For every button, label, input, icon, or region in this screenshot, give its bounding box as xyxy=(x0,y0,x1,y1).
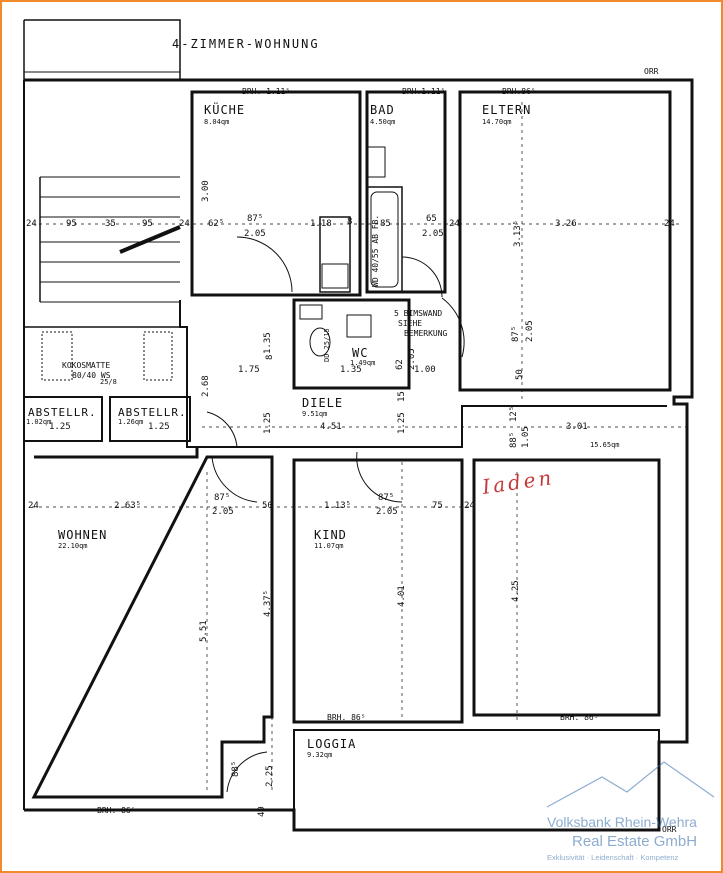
dim-85: 85 xyxy=(380,219,391,229)
dim-125-b: 1.25 xyxy=(148,422,170,432)
dim-326: 3.26 xyxy=(555,219,577,229)
dim-125b-v: 12⁵ xyxy=(509,405,519,422)
dim-62: 62⁵ xyxy=(208,219,225,229)
watermark-line3: Exklusivität · Leidenschaft · Kompetenz xyxy=(547,853,679,862)
dim-24-b: 24 xyxy=(179,219,190,229)
dim-8-a: 8 xyxy=(347,217,353,227)
dim-313: 3.13⁵ xyxy=(513,219,523,247)
dim-205-d: 2.05 xyxy=(376,507,398,517)
dim-87-a: 87⁵ xyxy=(247,214,264,224)
dim-brh-eltern: BRH.86⁵ xyxy=(502,87,536,96)
dim-24-f: 24 xyxy=(464,501,475,511)
room-diele-name: DIELE xyxy=(302,396,344,410)
dim-125-a: 1.25 xyxy=(49,422,71,432)
dim-95-b: 95 xyxy=(142,219,153,229)
dim-88-b: 88⁵ xyxy=(231,760,241,777)
note-bims2: SIEHE xyxy=(398,319,423,328)
dim-35: 35 xyxy=(105,219,116,229)
dim-15-v: 15 xyxy=(397,391,407,402)
dim-205-b: 2.05 xyxy=(422,229,444,239)
note-dd: DD 25/15 xyxy=(323,328,331,362)
dim-268: 2.68 xyxy=(201,375,211,397)
dim-135-v: 1.35 xyxy=(263,332,273,354)
note-orr-top: ORR xyxy=(644,67,659,76)
note-kokos: KOKOSMATTE xyxy=(62,361,111,370)
room-abstell1-area: 1.02qm xyxy=(26,418,52,426)
room-kind-name: KIND xyxy=(314,528,347,542)
dim-205-c: 2.05 xyxy=(212,507,234,517)
room-abstell2-area: 1.26qm xyxy=(118,418,144,426)
dim-62-v: 62 xyxy=(395,359,405,370)
dim-brh-kind: BRH. 86⁵ xyxy=(327,713,366,722)
note-stair: 25/8 xyxy=(100,378,117,386)
dim-87-b: 87⁵ xyxy=(214,493,231,503)
note-bims1: 5 BIMSWAND xyxy=(394,309,443,318)
dim-451: 4.51 xyxy=(320,422,342,432)
room-loggia-area: 9.32qm xyxy=(307,751,333,759)
dim-100: 1.00 xyxy=(414,365,436,375)
room-eltern-area: 14.70qm xyxy=(482,118,512,126)
dim-24-a: 24 xyxy=(26,219,37,229)
note-orr-bottom: ORR xyxy=(662,825,677,834)
dim-24-d: 24 xyxy=(664,219,675,229)
dim-8-b: 8 xyxy=(265,354,275,360)
dim-50: 50 xyxy=(262,501,273,511)
dim-135-h: 1.35 xyxy=(340,365,362,375)
dim-551: 5.51 xyxy=(199,620,209,642)
room-diele-area: 9.51qm xyxy=(302,410,328,418)
dim-205-vr: 2.05 xyxy=(525,320,535,342)
dim-brh-wohnen: BRH. 86⁵ xyxy=(97,806,136,815)
dim-225: 2.25 xyxy=(265,765,275,787)
room-kueche-area: 8.04qm xyxy=(204,118,230,126)
dim-425: 4.25 xyxy=(511,580,521,602)
room-kueche-name: KÜCHE xyxy=(204,103,246,117)
room-wc-name: WC xyxy=(352,346,369,360)
room-abstell2-name: ABSTELLR. xyxy=(118,406,187,419)
dim-24-e: 24 xyxy=(28,501,39,511)
room-bad-area: 4.50qm xyxy=(370,118,396,126)
dim-49: 49 xyxy=(257,806,267,817)
dim-105-v: 1.05 xyxy=(521,426,531,448)
room-wc-area: 1.49qm xyxy=(350,359,376,367)
watermark-line1: Volksbank Rhein-Wehra xyxy=(547,814,697,830)
dim-125-v: 1.25 xyxy=(263,412,273,434)
dim-175: 1.75 xyxy=(238,365,260,375)
dim-50-v: 50 xyxy=(515,369,525,380)
room-kind-area: 11.07qm xyxy=(314,542,344,550)
dim-301: 3.01 xyxy=(566,422,588,432)
dim-300: 3.00 xyxy=(201,180,211,202)
dim-401: 4.01 xyxy=(397,585,407,607)
watermark-line2: Real Estate GmbH xyxy=(572,833,698,850)
note-bims3: BEMERKUNG xyxy=(404,329,448,338)
dim-113: 1.13⁵ xyxy=(324,501,352,511)
note-kokos2: 80/40 WS xyxy=(72,371,111,380)
dim-brh-bad: BRH.1.11⁵ xyxy=(402,87,446,96)
dim-437: 4.37⁵ xyxy=(263,589,273,617)
plan-title: 4-ZIMMER-WOHNUNG xyxy=(172,37,320,51)
dim-88-v: 88⁵ xyxy=(509,431,519,448)
room-third-area: 15.65qm xyxy=(590,441,620,449)
room-abstell1-name: ABSTELLR. xyxy=(28,406,97,419)
dim-205-a: 2.05 xyxy=(244,229,266,239)
dim-65: 65 xyxy=(426,214,437,224)
dim-263: 2.63⁵ xyxy=(114,501,142,511)
dim-brh-kueche: BRH. 1.11⁵ xyxy=(242,87,291,96)
dim-87-c: 87⁵ xyxy=(378,493,395,503)
room-loggia-name: LOGGIA xyxy=(307,737,357,751)
dim-118: 1.18 xyxy=(310,219,332,229)
dim-24-c: 24 xyxy=(449,219,460,229)
note-wd: WD 40/55 AB FB. xyxy=(371,214,380,287)
room-eltern-name: ELTERN xyxy=(482,103,532,117)
room-wohnen-area: 22.10qm xyxy=(58,542,88,550)
dim-brh-right: BRH. 86⁵ xyxy=(560,713,599,722)
room-bad-name: BAD xyxy=(370,103,395,117)
dim-95-a: 95 xyxy=(66,219,77,229)
room-wohnen-name: WOHNEN xyxy=(58,528,108,542)
dim-75: 75 xyxy=(432,501,443,511)
dim-87-v: 87⁵ xyxy=(511,325,521,342)
dim-125-v2: 1.25 xyxy=(397,412,407,434)
